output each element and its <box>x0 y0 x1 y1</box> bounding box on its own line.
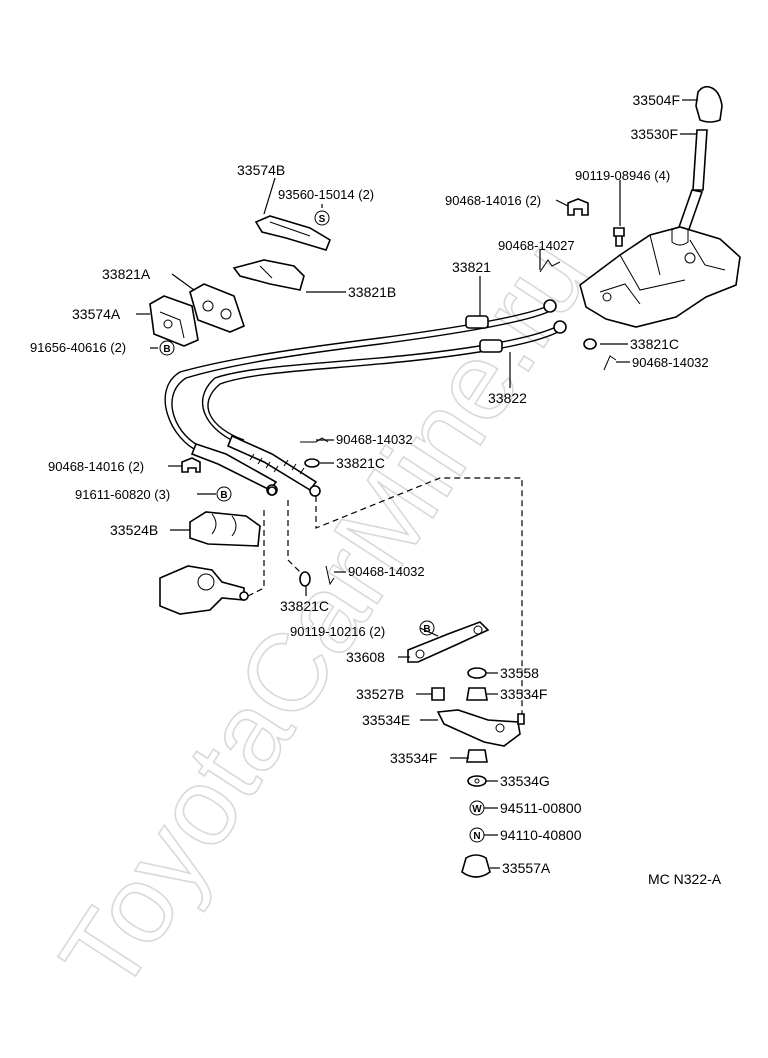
symbol-s: S <box>319 214 326 225</box>
bushing-33534F-upper <box>466 687 488 701</box>
label-33822: 33822 <box>488 390 527 406</box>
shift-cables <box>164 299 567 497</box>
label-33821C-mid: 33821C <box>336 455 385 471</box>
label-90468-14016-top: 90468-14016 (2) <box>445 193 541 208</box>
label-33557A: 33557A <box>502 860 551 876</box>
bracket-33574A <box>149 295 199 347</box>
bolt-90119-08946 <box>613 227 625 247</box>
pin-33527B <box>431 687 445 701</box>
label-33504F: 33504F <box>633 92 680 108</box>
label-33821B: 33821B <box>348 284 396 300</box>
symbol-w: W <box>472 804 482 815</box>
shift-knob <box>695 85 723 123</box>
bushing-33558 <box>467 667 487 679</box>
cable-fitting-33821 <box>465 315 489 329</box>
washer-33821C-mid <box>304 458 320 468</box>
leader-lines <box>136 99 698 869</box>
washer-33821C-bottom <box>299 571 311 587</box>
lower-left-parts <box>159 437 335 615</box>
shift-housing <box>579 226 741 328</box>
figure-code: MC N322-A <box>648 871 722 887</box>
transmission-lever <box>159 565 245 615</box>
label-33530F: 33530F <box>631 126 678 142</box>
clip-90468-14032-right <box>603 355 617 371</box>
label-90468-14032-mid: 90468-14032 <box>336 432 413 447</box>
clip-90468-14032-bottom <box>325 565 335 586</box>
label-33821: 33821 <box>452 259 491 275</box>
label-90468-14032-bottom: 90468-14032 <box>348 564 425 579</box>
clip-90468-14016-left <box>181 457 201 473</box>
symbols: S B B B W N <box>159 210 485 843</box>
label-33821C-bottom: 33821C <box>280 598 329 614</box>
label-94110-40800: 94110-40800 <box>500 827 582 843</box>
label-33534F-b: 33534F <box>390 750 437 766</box>
label-93560-15014: 93560-15014 (2) <box>278 187 374 202</box>
label-33527B: 33527B <box>356 686 404 702</box>
clip-90468-14016-top <box>567 198 589 216</box>
label-90468-14027: 90468-14027 <box>498 238 575 253</box>
shift-lever-assembly <box>539 85 741 371</box>
symbol-b-2: B <box>220 490 227 501</box>
label-33558: 33558 <box>500 665 539 681</box>
washer-33534G <box>467 775 487 787</box>
shift-lever-rod <box>692 129 708 191</box>
bracket-33524B <box>189 511 261 547</box>
label-90468-14032-right: 90468-14032 <box>632 355 709 370</box>
lever-33608 <box>407 621 490 663</box>
label-90119-10216: 90119-10216 (2) <box>290 624 385 639</box>
bracket-33574B <box>254 215 331 251</box>
label-33534G: 33534G <box>500 773 550 789</box>
label-33524B: 33524B <box>110 522 158 538</box>
label-90468-14016-left: 90468-14016 (2) <box>48 459 144 474</box>
bushing-33534F-lower <box>466 749 488 763</box>
cable-fitting-33822 <box>479 339 503 353</box>
washer-33821C-right <box>583 338 597 350</box>
label-91656-40616: 91656-40616 (2) <box>30 340 126 355</box>
label-90119-08946: 90119-08946 (4) <box>575 168 670 183</box>
label-33534F-a: 33534F <box>500 686 547 702</box>
symbol-n: N <box>473 831 480 842</box>
symbol-b-1: B <box>163 344 170 355</box>
lever-33534E <box>436 709 521 747</box>
label-33534E: 33534E <box>362 712 410 728</box>
clip-90468-14027 <box>539 259 561 273</box>
boot-33557A <box>461 854 491 878</box>
symbol-b-3: B <box>423 624 430 635</box>
label-33821C-right: 33821C <box>630 336 679 352</box>
gasket-33821A <box>189 283 245 333</box>
label-91611-60820: 91611-60820 (3) <box>75 487 170 502</box>
dashed-connectors <box>247 477 523 715</box>
part-labels: 33504F 33530F 90119-08946 (4) 90468-1401… <box>30 92 722 887</box>
label-33574A: 33574A <box>72 306 121 322</box>
upper-brackets <box>149 215 331 347</box>
label-33821A: 33821A <box>102 266 151 282</box>
label-94511-00800: 94511-00800 <box>500 800 582 816</box>
bolt-91611-60820 <box>267 486 277 496</box>
label-33574B: 33574B <box>237 162 285 178</box>
label-33608: 33608 <box>346 649 385 665</box>
